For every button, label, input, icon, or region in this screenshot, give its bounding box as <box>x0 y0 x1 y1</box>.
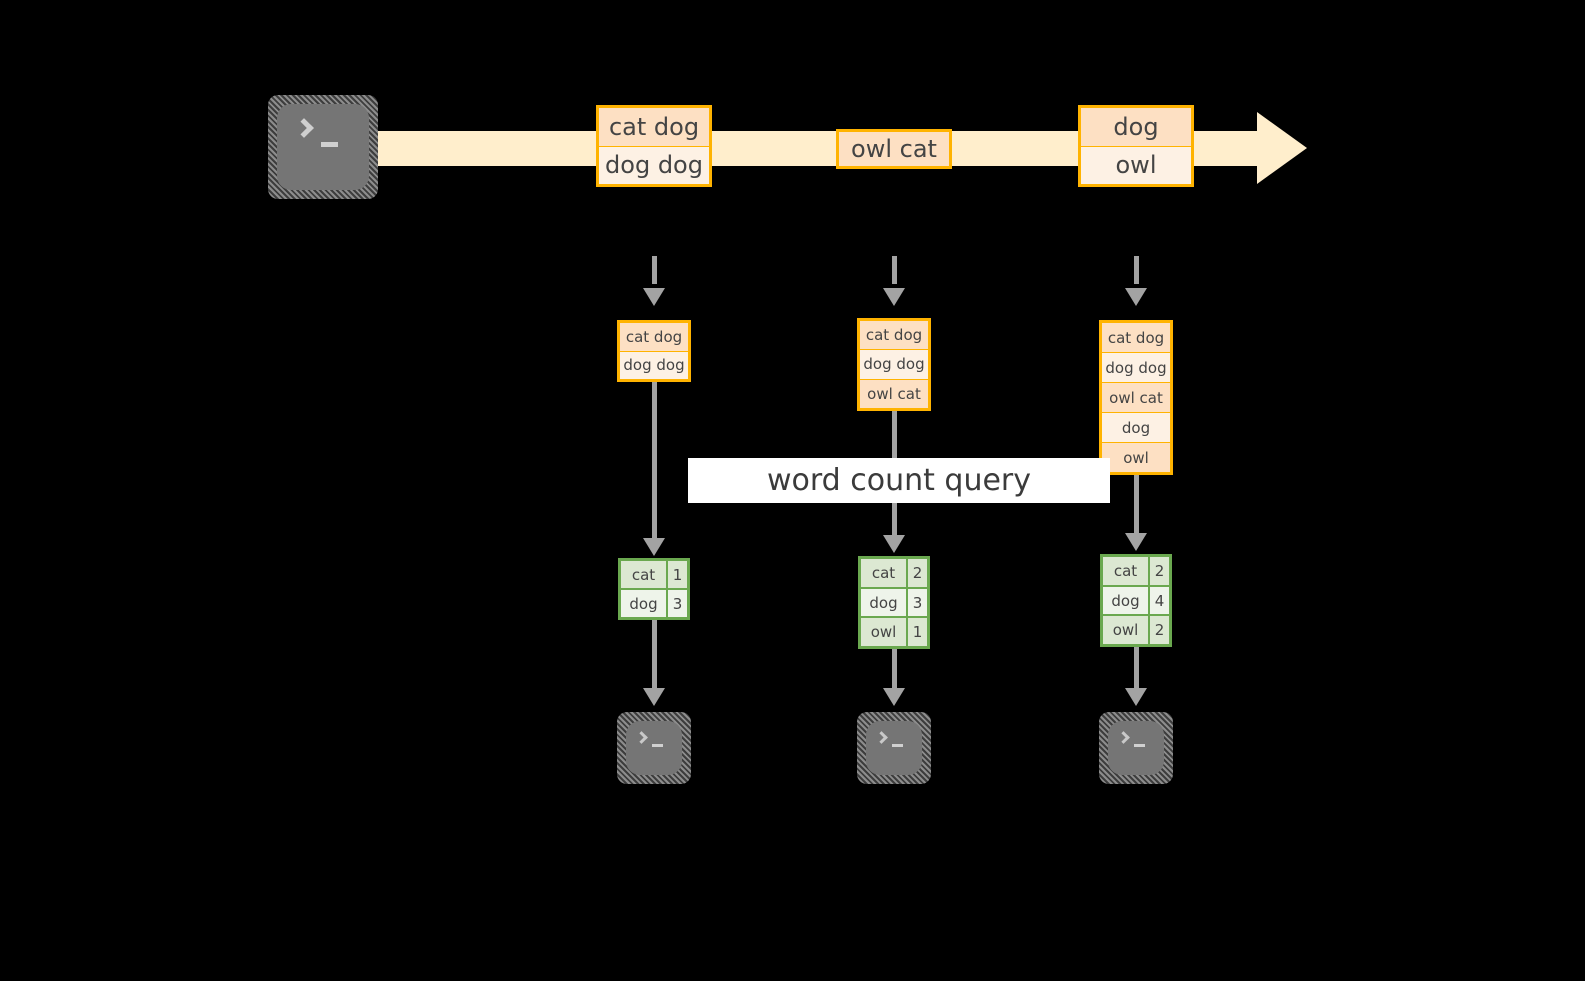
query-flow-line-1 <box>652 382 657 538</box>
result-count: 3 <box>668 590 687 617</box>
query-flow-arrowhead-2 <box>883 535 905 553</box>
result-word: dog <box>1103 586 1150 615</box>
result-count: 1 <box>668 561 687 588</box>
prompt-chevron-icon <box>1117 731 1131 744</box>
snapshot-results-2[interactable]: cat 2 dog 3 owl 1 <box>858 556 930 649</box>
terminal-screen <box>277 104 369 190</box>
buffer-line: dog <box>1102 413 1170 443</box>
stream-message-3[interactable]: dog owl <box>1078 105 1194 187</box>
buffer-line: dog dog <box>860 350 928 380</box>
query-flow-line-3 <box>1134 475 1139 533</box>
buffer-line: owl cat <box>860 379 928 408</box>
buffer-line: dog dog <box>1102 353 1170 383</box>
result-delivery-arrowhead-1 <box>643 688 665 706</box>
query-flow-arrowhead-1 <box>643 538 665 556</box>
snapshot-buffer-2[interactable]: cat dog dog dog owl cat <box>857 318 931 411</box>
table-row: dog 4 <box>1103 586 1169 617</box>
result-delivery-line-1 <box>652 620 657 688</box>
snapshot-tap-line-2 <box>892 256 897 284</box>
result-word: owl <box>861 618 908 647</box>
message-line: cat dog <box>599 108 709 147</box>
buffer-line: owl <box>1102 443 1170 472</box>
result-word: cat <box>621 561 668 588</box>
buffer-line: cat dog <box>620 323 688 352</box>
query-flow-arrowhead-3 <box>1125 533 1147 551</box>
snapshot-results-1[interactable]: cat 1 dog 3 <box>618 558 690 620</box>
consumer-terminal-2[interactable] <box>857 712 931 784</box>
result-word: owl <box>1103 616 1150 645</box>
message-line: dog dog <box>599 146 709 184</box>
table-row: dog 3 <box>621 590 687 617</box>
buffer-line: owl cat <box>1102 383 1170 413</box>
table-row: owl 1 <box>861 618 927 647</box>
snapshot-results-3[interactable]: cat 2 dog 4 owl 2 <box>1100 554 1172 647</box>
snapshot-buffer-1[interactable]: cat dog dog dog <box>617 320 691 382</box>
table-row: dog 3 <box>861 588 927 619</box>
stream-message-2[interactable]: owl cat <box>836 129 952 169</box>
message-line: owl cat <box>839 132 949 166</box>
buffer-line: dog dog <box>620 351 688 379</box>
snapshot-tap-arrowhead-1 <box>643 288 665 306</box>
result-delivery-line-3 <box>1134 647 1139 688</box>
consumer-terminal-3[interactable] <box>1099 712 1173 784</box>
table-row: cat 2 <box>861 559 927 589</box>
snapshot-tap-arrowhead-2 <box>883 288 905 306</box>
prompt-cursor-icon <box>1133 743 1145 747</box>
terminal-screen <box>1108 721 1164 775</box>
message-line: owl <box>1081 146 1191 184</box>
prompt-cursor-icon <box>651 743 663 747</box>
producer-terminal-icon[interactable] <box>268 95 378 199</box>
snapshot-tap-line-1 <box>652 256 657 284</box>
terminal-screen <box>866 721 922 775</box>
message-line: dog <box>1081 108 1191 147</box>
prompt-chevron-icon <box>635 731 649 744</box>
result-word: cat <box>861 559 908 587</box>
table-row: owl 2 <box>1103 616 1169 645</box>
result-count: 1 <box>908 618 927 647</box>
result-word: dog <box>861 588 908 617</box>
result-count: 2 <box>908 559 927 587</box>
stream-arrowhead-icon <box>1257 112 1307 184</box>
result-word: dog <box>621 590 668 617</box>
buffer-line: cat dog <box>1102 323 1170 353</box>
prompt-chevron-icon <box>294 118 315 139</box>
result-count: 2 <box>1150 557 1169 585</box>
snapshot-tap-line-3 <box>1134 256 1139 284</box>
buffer-line: cat dog <box>860 321 928 351</box>
result-count: 3 <box>908 588 927 617</box>
result-delivery-line-2 <box>892 649 897 688</box>
result-count: 4 <box>1150 586 1169 615</box>
result-word: cat <box>1103 557 1150 585</box>
stream-message-1[interactable]: cat dog dog dog <box>596 105 712 187</box>
prompt-cursor-icon <box>321 141 339 147</box>
table-row: cat 2 <box>1103 557 1169 587</box>
snapshot-buffer-3[interactable]: cat dog dog dog owl cat dog owl <box>1099 320 1173 475</box>
table-row: cat 1 <box>621 561 687 590</box>
prompt-cursor-icon <box>891 743 903 747</box>
result-count: 2 <box>1150 616 1169 645</box>
query-label: word count query <box>688 458 1110 503</box>
result-delivery-arrowhead-2 <box>883 688 905 706</box>
prompt-chevron-icon <box>875 731 889 744</box>
consumer-terminal-1[interactable] <box>617 712 691 784</box>
result-delivery-arrowhead-3 <box>1125 688 1147 706</box>
terminal-screen <box>626 721 682 775</box>
snapshot-tap-arrowhead-3 <box>1125 288 1147 306</box>
